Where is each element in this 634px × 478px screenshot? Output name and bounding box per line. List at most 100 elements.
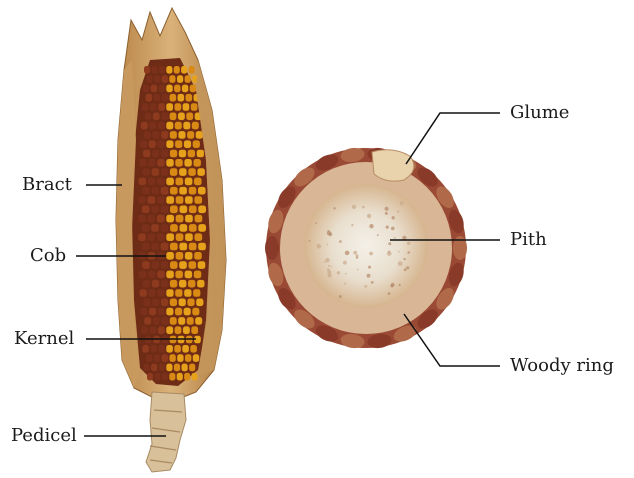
kernel xyxy=(152,131,159,139)
pith-speckle xyxy=(407,242,411,246)
pith-speckle xyxy=(362,206,365,209)
kernel xyxy=(152,299,159,307)
kernel xyxy=(151,206,159,214)
kernel xyxy=(185,75,191,83)
pith-speckle xyxy=(343,261,347,265)
kernel xyxy=(138,215,146,223)
kernel xyxy=(189,187,197,195)
kernel xyxy=(157,289,164,297)
pith-speckle xyxy=(388,292,391,295)
kernel xyxy=(192,122,199,130)
kernel xyxy=(161,317,168,325)
kernel xyxy=(144,131,151,139)
pith-speckle xyxy=(394,237,396,239)
kernel xyxy=(175,271,183,279)
kernel xyxy=(142,224,150,232)
kernel xyxy=(158,103,165,111)
kernel xyxy=(174,345,181,353)
kernel xyxy=(139,159,146,167)
kernel xyxy=(166,364,172,372)
kernel xyxy=(140,308,147,316)
kernel xyxy=(159,85,165,93)
pith-speckle xyxy=(388,251,390,253)
kernel xyxy=(158,140,165,148)
pith-speckle xyxy=(392,216,395,219)
kernel xyxy=(166,178,174,186)
kernel xyxy=(166,66,172,74)
kernel xyxy=(161,150,168,158)
kernel xyxy=(198,261,206,269)
kernel xyxy=(152,261,160,269)
kernel xyxy=(166,85,172,93)
kernel xyxy=(150,326,157,334)
kernel xyxy=(184,159,191,167)
kernel xyxy=(158,308,165,316)
kernel xyxy=(166,252,174,260)
kernel xyxy=(177,354,183,362)
kernel xyxy=(187,299,194,307)
kernel xyxy=(145,113,152,121)
pith-speckle xyxy=(327,231,331,235)
kernel xyxy=(187,317,194,325)
kernel xyxy=(157,196,165,204)
kernel xyxy=(166,271,174,279)
kernel xyxy=(149,122,156,130)
pith-speckle xyxy=(385,207,389,211)
kernel xyxy=(142,206,150,214)
kernel xyxy=(197,280,204,288)
pith-speckle xyxy=(391,283,395,287)
kernel xyxy=(197,150,204,158)
kernel xyxy=(195,233,203,241)
pith-speckle xyxy=(388,242,391,245)
kernel xyxy=(170,94,177,102)
kernel xyxy=(166,122,173,130)
kernel xyxy=(176,233,184,241)
kernel xyxy=(161,168,169,176)
kernel xyxy=(185,196,193,204)
kernel xyxy=(179,243,187,251)
pith-speckle xyxy=(315,222,317,224)
kernel xyxy=(192,308,199,316)
kernel xyxy=(148,289,155,297)
pith-speckle xyxy=(406,266,409,269)
pith-center xyxy=(304,184,428,308)
kernel xyxy=(143,85,149,93)
kernel xyxy=(148,271,156,279)
pith-speckle xyxy=(367,274,371,278)
kernel xyxy=(138,233,146,241)
kernel xyxy=(146,94,153,102)
kernel xyxy=(194,196,202,204)
pith-speckle xyxy=(399,284,401,286)
kernel xyxy=(186,94,193,102)
kernel xyxy=(194,271,202,279)
kernel xyxy=(146,354,152,362)
kernel xyxy=(192,373,198,381)
kernel xyxy=(175,103,182,111)
pith-speckle xyxy=(328,265,330,267)
kernel xyxy=(151,364,157,372)
kernel xyxy=(153,113,160,121)
kernel xyxy=(154,75,160,83)
kernel xyxy=(182,345,189,353)
pith-speckle xyxy=(398,251,400,253)
kernel xyxy=(158,345,165,353)
kernel xyxy=(166,196,174,204)
kernel xyxy=(175,140,182,148)
kernel xyxy=(162,354,168,362)
kernel xyxy=(174,364,180,372)
leader-glume xyxy=(406,113,500,164)
kernel xyxy=(169,75,175,83)
label-cob: Cob xyxy=(30,246,66,266)
label-woody-ring: Woody ring xyxy=(510,356,614,376)
kernel xyxy=(179,261,187,269)
pith-speckle xyxy=(328,274,332,278)
kernel xyxy=(144,66,150,74)
kernel xyxy=(148,159,155,167)
kernel xyxy=(166,345,173,353)
pith-speckle xyxy=(391,227,395,231)
pith-speckle xyxy=(407,251,410,254)
pith-speckle xyxy=(327,270,331,274)
kernel xyxy=(176,252,184,260)
pith-speckle xyxy=(327,244,329,246)
kernel xyxy=(185,215,193,223)
